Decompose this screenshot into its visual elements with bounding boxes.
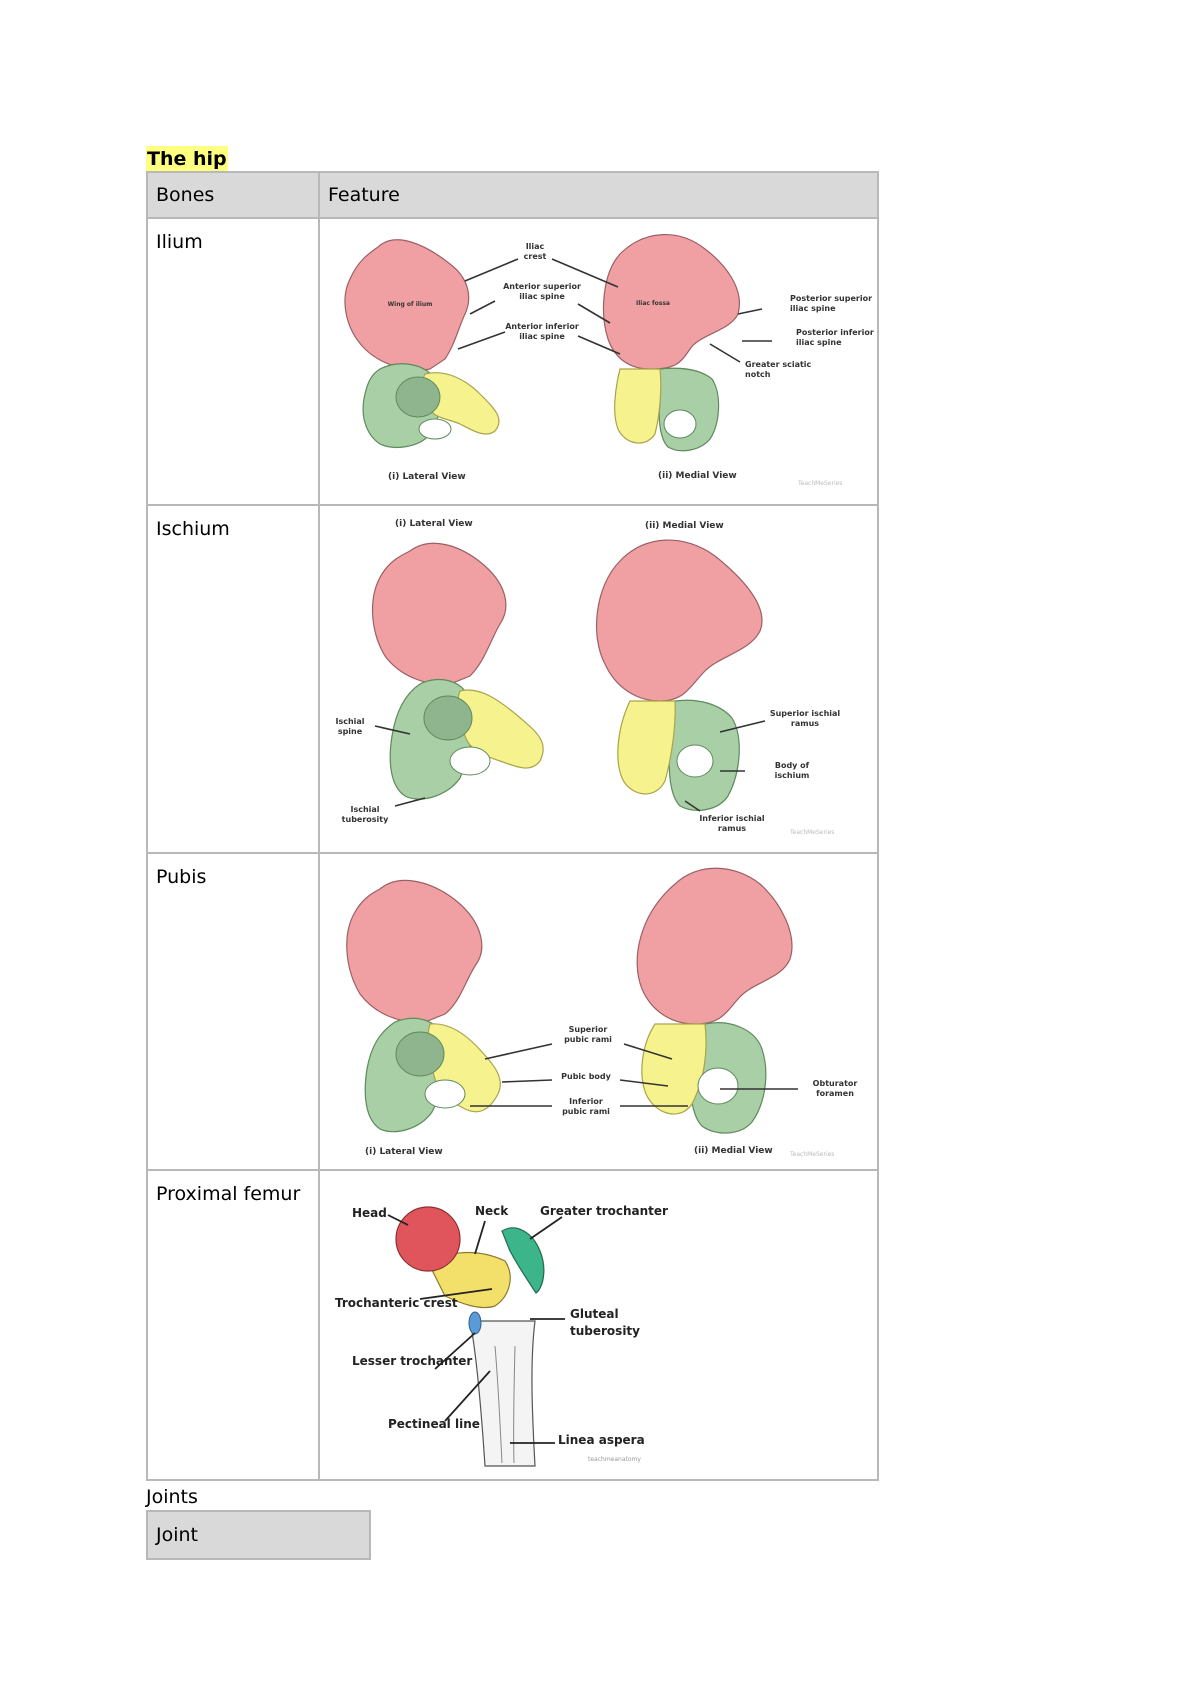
joints-header-row: Joint [146,1510,371,1560]
label-psis-1: Posterior superior [790,294,872,303]
watermark: TeachMeSeries [789,829,834,836]
hip-bones-table: Bones Feature Ilium [146,171,879,1481]
label-inferior-pubic-rami-1: Inferior [569,1097,603,1106]
bone-name-proximal-femur: Proximal femur [146,1169,320,1481]
label-greater-sciatic-notch-1: Greater sciatic [745,360,812,369]
label-obturator-foramen-2: foramen [816,1089,854,1098]
ilium-figure-cell: Iliac crest Anterior superior iliac spin… [318,217,879,506]
label-lateral-view: (i) Lateral View [395,519,473,529]
label-ischial-spine-1: Ischial [335,717,364,726]
femur-leader-lines [387,1214,565,1444]
joints-table: Joint [146,1510,371,1560]
ischium-lateral-bone [372,542,544,800]
label-neck: Neck [475,1204,509,1218]
femur-head-shape [395,1206,461,1272]
bone-name-ilium: Ilium [146,217,320,506]
label-aiis-2: iliac spine [519,332,565,341]
ischium-figure-cell: (i) Lateral View (ii) Medial View [318,504,879,854]
pubis-leader-lines [470,1043,798,1107]
femur-labels: Head Neck Greater trochanter Trochanteri… [335,1204,668,1447]
table-row: Pubis [146,852,879,1171]
femur-shaft [469,1320,536,1467]
femur-figure-cell: Head Neck Greater trochanter Trochanteri… [318,1169,879,1481]
header-bones: Bones [146,171,320,219]
table-row: Proximal femur [146,1169,879,1481]
bone-name-pubis: Pubis [146,852,320,1171]
label-body-of-ischium-2: ischium [775,771,810,780]
ilium-labels-right: Posterior superior iliac spine Posterior… [745,294,874,379]
table-row: Ilium [146,217,879,506]
label-psis-2: iliac spine [790,304,836,313]
label-inferior-ischial-ramus-2: ramus [718,824,746,833]
label-greater-trochanter: Greater trochanter [540,1204,668,1218]
label-pubic-body: Pubic body [561,1072,612,1081]
ilium-labels: Iliac crest Anterior superior iliac spin… [388,242,670,341]
label-ischial-tuberosity-1: Ischial [350,805,379,814]
label-superior-pubic-rami-2: pubic rami [564,1035,612,1044]
header-joint: Joint [146,1510,371,1560]
label-pectineal-line: Pectineal line [388,1417,480,1431]
label-lateral-view: (i) Lateral View [365,1147,443,1157]
ischium-diagram: (i) Lateral View (ii) Medial View [335,519,840,836]
header-feature: Feature [318,171,879,219]
watermark: TeachMeSeries [797,480,842,487]
label-superior-ischial-ramus-2: ramus [791,719,819,728]
pubis-labels: Superior pubic rami Pubic body Inferior … [561,1025,857,1116]
label-ischial-tuberosity-2: tuberosity [342,815,389,824]
label-superior-ischial-ramus-1: Superior ischial [770,709,841,718]
label-inferior-pubic-rami-2: pubic rami [562,1107,610,1116]
label-medial-view: (ii) Medial View [658,471,737,481]
table-header-row: Bones Feature [146,171,879,219]
pubis-diagram: Superior pubic rami Pubic body Inferior … [346,867,857,1158]
ischium-labels: Ischial spine Ischial tuberosity Superio… [335,709,840,833]
label-asis-1: Anterior superior [503,282,581,291]
table-row: Ischium (i) Lateral View (ii) Medial Vie… [146,504,879,854]
watermark: teachmeanatomy [588,1456,641,1463]
label-greater-sciatic-notch-2: notch [745,370,771,379]
femur-diagram: Head Neck Greater trochanter Trochanteri… [335,1204,668,1467]
greater-trochanter-shape [501,1227,545,1294]
label-piis-2: iliac spine [796,338,842,347]
label-iliac-crest-2: crest [524,252,547,261]
label-lesser-trochanter: Lesser trochanter [352,1354,472,1368]
ilium-lateral-bone [344,239,500,448]
label-piis-1: Posterior inferior [796,328,874,337]
label-lateral-view: (i) Lateral View [388,472,466,482]
ischium-medial-bone [595,539,763,811]
label-inferior-ischial-ramus-1: Inferior ischial [699,814,765,823]
label-obturator-foramen-1: Obturator [813,1079,858,1088]
label-linea-aspera: Linea aspera [558,1433,645,1447]
label-gluteal-tuberosity-1: Gluteal [570,1307,619,1321]
ilium-diagram: Iliac crest Anterior superior iliac spin… [344,233,874,487]
joints-section-label: Joints [146,1486,198,1508]
femur-neck-shape [429,1252,511,1309]
pubis-medial-bone [636,867,793,1134]
label-head: Head [352,1206,387,1220]
label-iliac-fossa: Iliac fossa [636,300,670,307]
label-superior-pubic-rami-1: Superior [569,1025,608,1034]
pubis-lateral-bone [346,879,501,1133]
watermark: TeachMeSeries [789,1151,834,1158]
ischium-leader-lines [374,720,766,812]
pubis-figure-cell: Superior pubic rami Pubic body Inferior … [318,852,879,1171]
lesser-trochanter-shape [468,1311,482,1335]
label-gluteal-tuberosity-2: tuberosity [570,1324,640,1338]
ilium-medial-bone [602,233,740,452]
label-aiis-1: Anterior inferior [505,322,579,331]
label-asis-2: iliac spine [519,292,565,301]
label-body-of-ischium-1: Body of [775,761,810,770]
label-trochanteric-crest: Trochanteric crest [335,1296,458,1310]
label-ischial-spine-2: spine [338,727,363,736]
label-wing-of-ilium: Wing of ilium [388,301,433,308]
section-title: The hip [146,146,228,172]
label-medial-view: (ii) Medial View [645,521,724,531]
label-iliac-crest-1: Iliac [526,242,545,251]
bone-name-ischium: Ischium [146,504,320,854]
label-medial-view: (ii) Medial View [694,1146,773,1156]
ilium-leader-lines [457,258,772,363]
